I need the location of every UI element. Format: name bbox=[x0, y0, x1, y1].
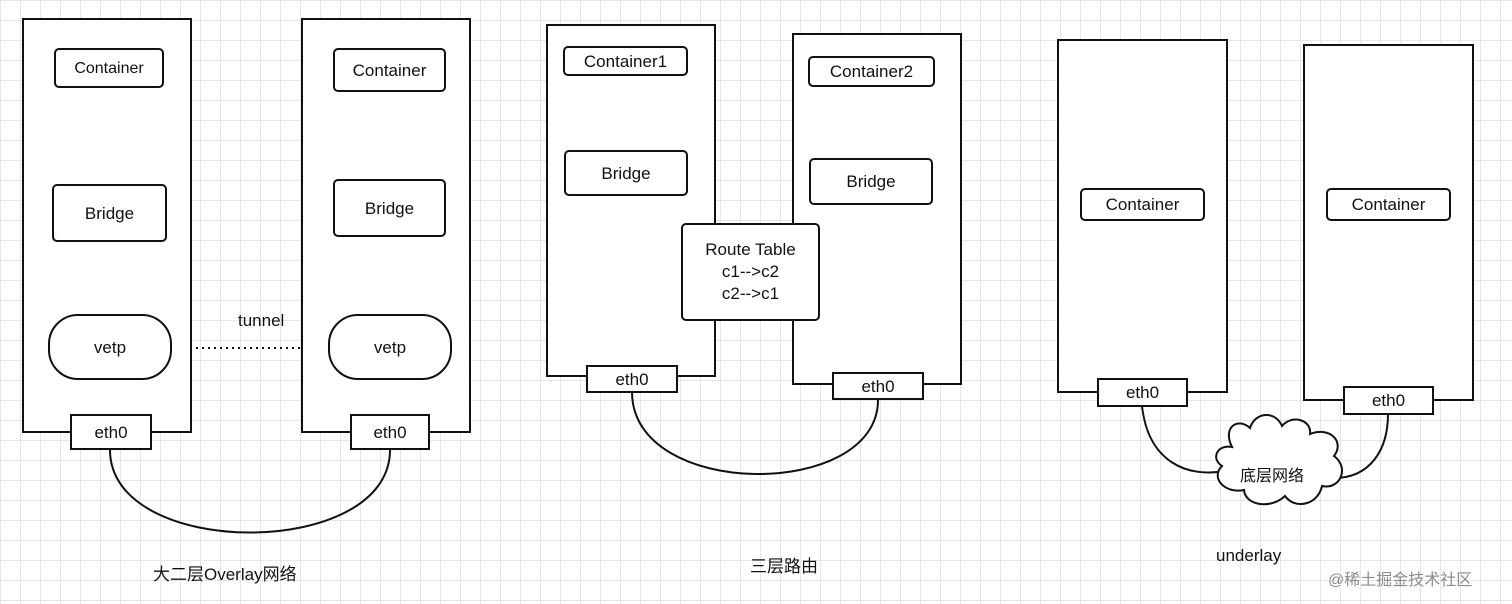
routing-host-right bbox=[792, 33, 962, 385]
overlay-physical-link bbox=[109, 449, 391, 534]
overlay-eth0-right: eth0 bbox=[350, 414, 430, 450]
underlay-eth0-left: eth0 bbox=[1097, 378, 1188, 407]
routing-eth0-right: eth0 bbox=[832, 372, 924, 400]
overlay-vetp-right: vetp bbox=[328, 314, 452, 380]
route-table-title: Route Table bbox=[705, 240, 796, 259]
underlay-link-right bbox=[1333, 413, 1389, 479]
underlay-eth0-right: eth0 bbox=[1343, 386, 1434, 415]
overlay-bridge-left: Bridge bbox=[52, 184, 167, 242]
overlay-container-right: Container bbox=[333, 48, 446, 92]
underlay-network-cloud-label: 底层网络 bbox=[1240, 468, 1305, 485]
container1-box: Container1 bbox=[563, 46, 688, 76]
underlay-container-right: Container bbox=[1326, 188, 1451, 221]
container2-box: Container2 bbox=[808, 56, 935, 87]
routing-eth0-left: eth0 bbox=[586, 365, 678, 393]
underlay-caption: underlay bbox=[1216, 546, 1282, 565]
routing-caption: 三层路由 bbox=[750, 557, 818, 576]
route-c1-to-c2: c1-->c2 bbox=[721, 262, 780, 281]
tunnel-label: tunnel bbox=[238, 311, 285, 330]
routing-bridge-left: Bridge bbox=[564, 150, 688, 196]
underlay-container-left: Container bbox=[1080, 188, 1205, 221]
underlay-link-left bbox=[1141, 405, 1231, 474]
cloud-shape bbox=[1215, 414, 1343, 506]
watermark: @稀土掘金技术社区 bbox=[1328, 572, 1473, 589]
route-c2-to-c1: c2-->c1 bbox=[721, 284, 780, 303]
overlay-eth0-left: eth0 bbox=[70, 414, 152, 450]
overlay-vetp-left: vetp bbox=[48, 314, 172, 380]
overlay-container-left: Container bbox=[54, 48, 164, 88]
route-table-box: Route Table c1-->c2 c2-->c1 bbox=[681, 223, 820, 321]
overlay-bridge-right: Bridge bbox=[333, 179, 446, 237]
routing-host-left bbox=[546, 24, 716, 377]
routing-physical-link bbox=[631, 391, 879, 475]
routing-bridge-right: Bridge bbox=[809, 158, 933, 205]
overlay-caption: 大二层Overlay网络 bbox=[153, 565, 297, 584]
underlay-host-right bbox=[1303, 44, 1474, 401]
